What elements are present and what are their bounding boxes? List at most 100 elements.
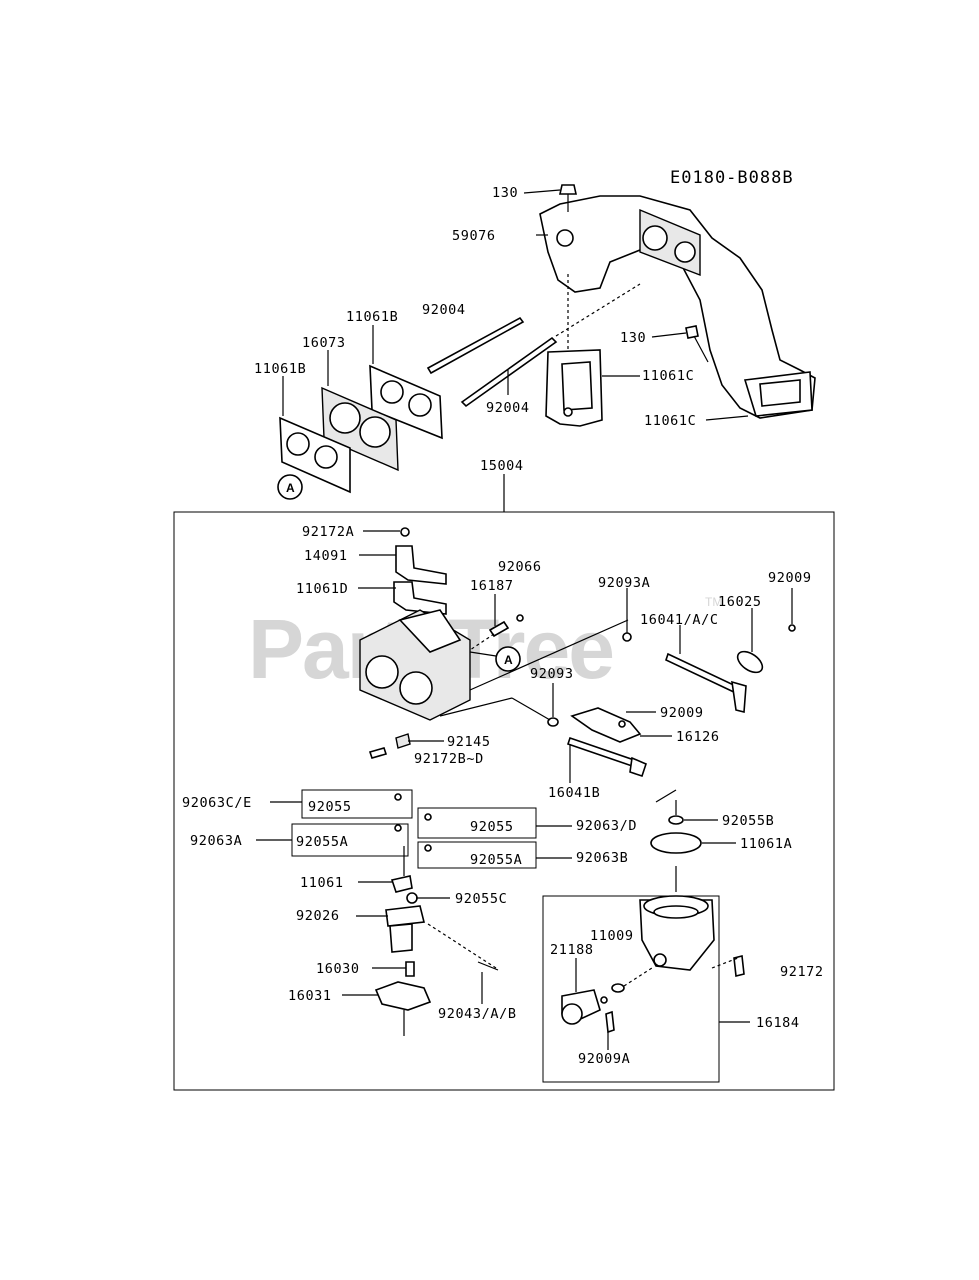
label-92055C: 92055C <box>455 891 507 907</box>
screw-92009-top <box>788 624 796 632</box>
shaft-16041B <box>566 736 647 778</box>
gasket-11061B-right <box>369 364 443 440</box>
jet-92055A-1 <box>394 824 402 832</box>
leader-130-right <box>651 332 687 338</box>
label-14091: 14091 <box>304 548 348 564</box>
label-16126: 16126 <box>676 729 720 745</box>
leader-stud-dashed <box>555 283 641 337</box>
gasket-11061A <box>650 832 702 854</box>
callout-circle-a-upper <box>277 474 303 500</box>
label-92093A: 92093A <box>598 575 650 591</box>
leader-92093-line <box>439 697 513 717</box>
gasket-11061B-left <box>279 416 351 494</box>
pin-92043-line <box>427 923 497 969</box>
float-16031 <box>374 981 432 1011</box>
label-16031: 16031 <box>288 988 332 1004</box>
gasket-11061C-upper <box>545 349 603 427</box>
screw-92009A <box>605 1010 615 1034</box>
label-11061D: 11061D <box>296 581 348 597</box>
leader-callout-a <box>469 651 497 657</box>
label-16184: 16184 <box>756 1015 800 1031</box>
jet-92055-1 <box>394 793 402 801</box>
label-92172A: 92172A <box>302 524 354 540</box>
label-59076: 59076 <box>452 228 496 244</box>
label-92172BD: 92172B~D <box>414 751 484 767</box>
leader-130-top <box>523 189 561 194</box>
needle-16030 <box>405 961 415 977</box>
carburetor-assembly-frame <box>173 511 835 1091</box>
label-16041B: 16041B <box>548 785 600 801</box>
leader-92172-line <box>711 957 739 969</box>
pin-92043 <box>477 961 499 971</box>
nozzle-assembly-92026 <box>385 875 425 953</box>
label-11009: 11009 <box>590 928 634 944</box>
leader-solenoid-line <box>623 967 653 987</box>
jet-92055A-2 <box>424 844 432 852</box>
leader-shaft-line <box>469 619 629 691</box>
box-92063D <box>417 807 537 839</box>
stud-92004-upper <box>426 316 525 375</box>
bracket-14091 <box>395 527 447 585</box>
screw-92172B <box>368 747 388 759</box>
label-92063CE: 92063C/E <box>182 795 252 811</box>
label-92009-top: 92009 <box>768 570 812 586</box>
label-92043: 92043/A/B <box>438 1006 517 1022</box>
callout-circle-a-lower <box>495 646 521 672</box>
label-11061C-2: 11061C <box>644 413 696 429</box>
oring-solenoid <box>611 983 625 993</box>
label-16041: 16041/A/C <box>640 612 719 628</box>
callout-a-upper: A <box>286 481 295 495</box>
label-11061C-1: 11061C <box>642 368 694 384</box>
label-92004-top: 92004 <box>422 302 466 318</box>
label-92093: 92093 <box>530 666 574 682</box>
label-92004-mid: 92004 <box>486 400 530 416</box>
bolt-130-right <box>685 325 709 363</box>
label-16073: 16073 <box>302 335 346 351</box>
washer-92093 <box>547 717 559 727</box>
label-92063A: 92063A <box>190 833 242 849</box>
label-92172: 92172 <box>780 964 824 980</box>
valve-plate-16025 <box>736 650 764 674</box>
callout-a-lower: A <box>504 653 513 667</box>
diagram-id: E0180-B088B <box>670 168 794 188</box>
carburetor-body <box>359 609 471 721</box>
leader-92093-line2 <box>511 697 551 721</box>
label-11061B-left: 11061B <box>254 361 306 377</box>
label-92145: 92145 <box>447 734 491 750</box>
label-11061B-right: 11061B <box>346 309 398 325</box>
label-92055A-box2: 92055A <box>470 852 522 868</box>
bolt-130-top <box>559 184 577 212</box>
label-92055B: 92055B <box>722 813 774 829</box>
label-11061: 11061 <box>300 875 344 891</box>
label-92055-box2: 92055 <box>470 819 514 835</box>
spacer-16073 <box>321 386 399 472</box>
label-16187: 16187 <box>470 578 514 594</box>
label-92055A-box: 92055A <box>296 834 348 850</box>
leader-11061C-2 <box>705 415 749 421</box>
float-bowl-subassembly-frame <box>542 895 720 1083</box>
oring-92055B <box>668 815 684 825</box>
throttle-shaft-16041 <box>665 652 747 714</box>
intake-manifold <box>539 195 816 419</box>
label-92055-box1: 92055 <box>308 799 352 815</box>
spring-92145 <box>395 733 411 749</box>
float-bowl-11009 <box>639 895 715 971</box>
label-92063B: 92063B <box>576 850 628 866</box>
label-11061A: 11061A <box>740 836 792 852</box>
leader-oring-top2 <box>655 789 677 803</box>
solenoid-21188 <box>561 989 608 1025</box>
label-130-right: 130 <box>620 330 646 346</box>
jet-92055-2 <box>424 813 432 821</box>
label-130-top: 130 <box>492 185 518 201</box>
label-92066: 92066 <box>498 559 542 575</box>
label-16030: 16030 <box>316 961 360 977</box>
label-92026: 92026 <box>296 908 340 924</box>
label-92009-mid: 92009 <box>660 705 704 721</box>
lever-16126 <box>570 707 642 743</box>
label-92009A: 92009A <box>578 1051 630 1067</box>
label-16025: 16025 <box>718 594 762 610</box>
box-92063B <box>417 841 537 869</box>
label-21188: 21188 <box>550 942 594 958</box>
